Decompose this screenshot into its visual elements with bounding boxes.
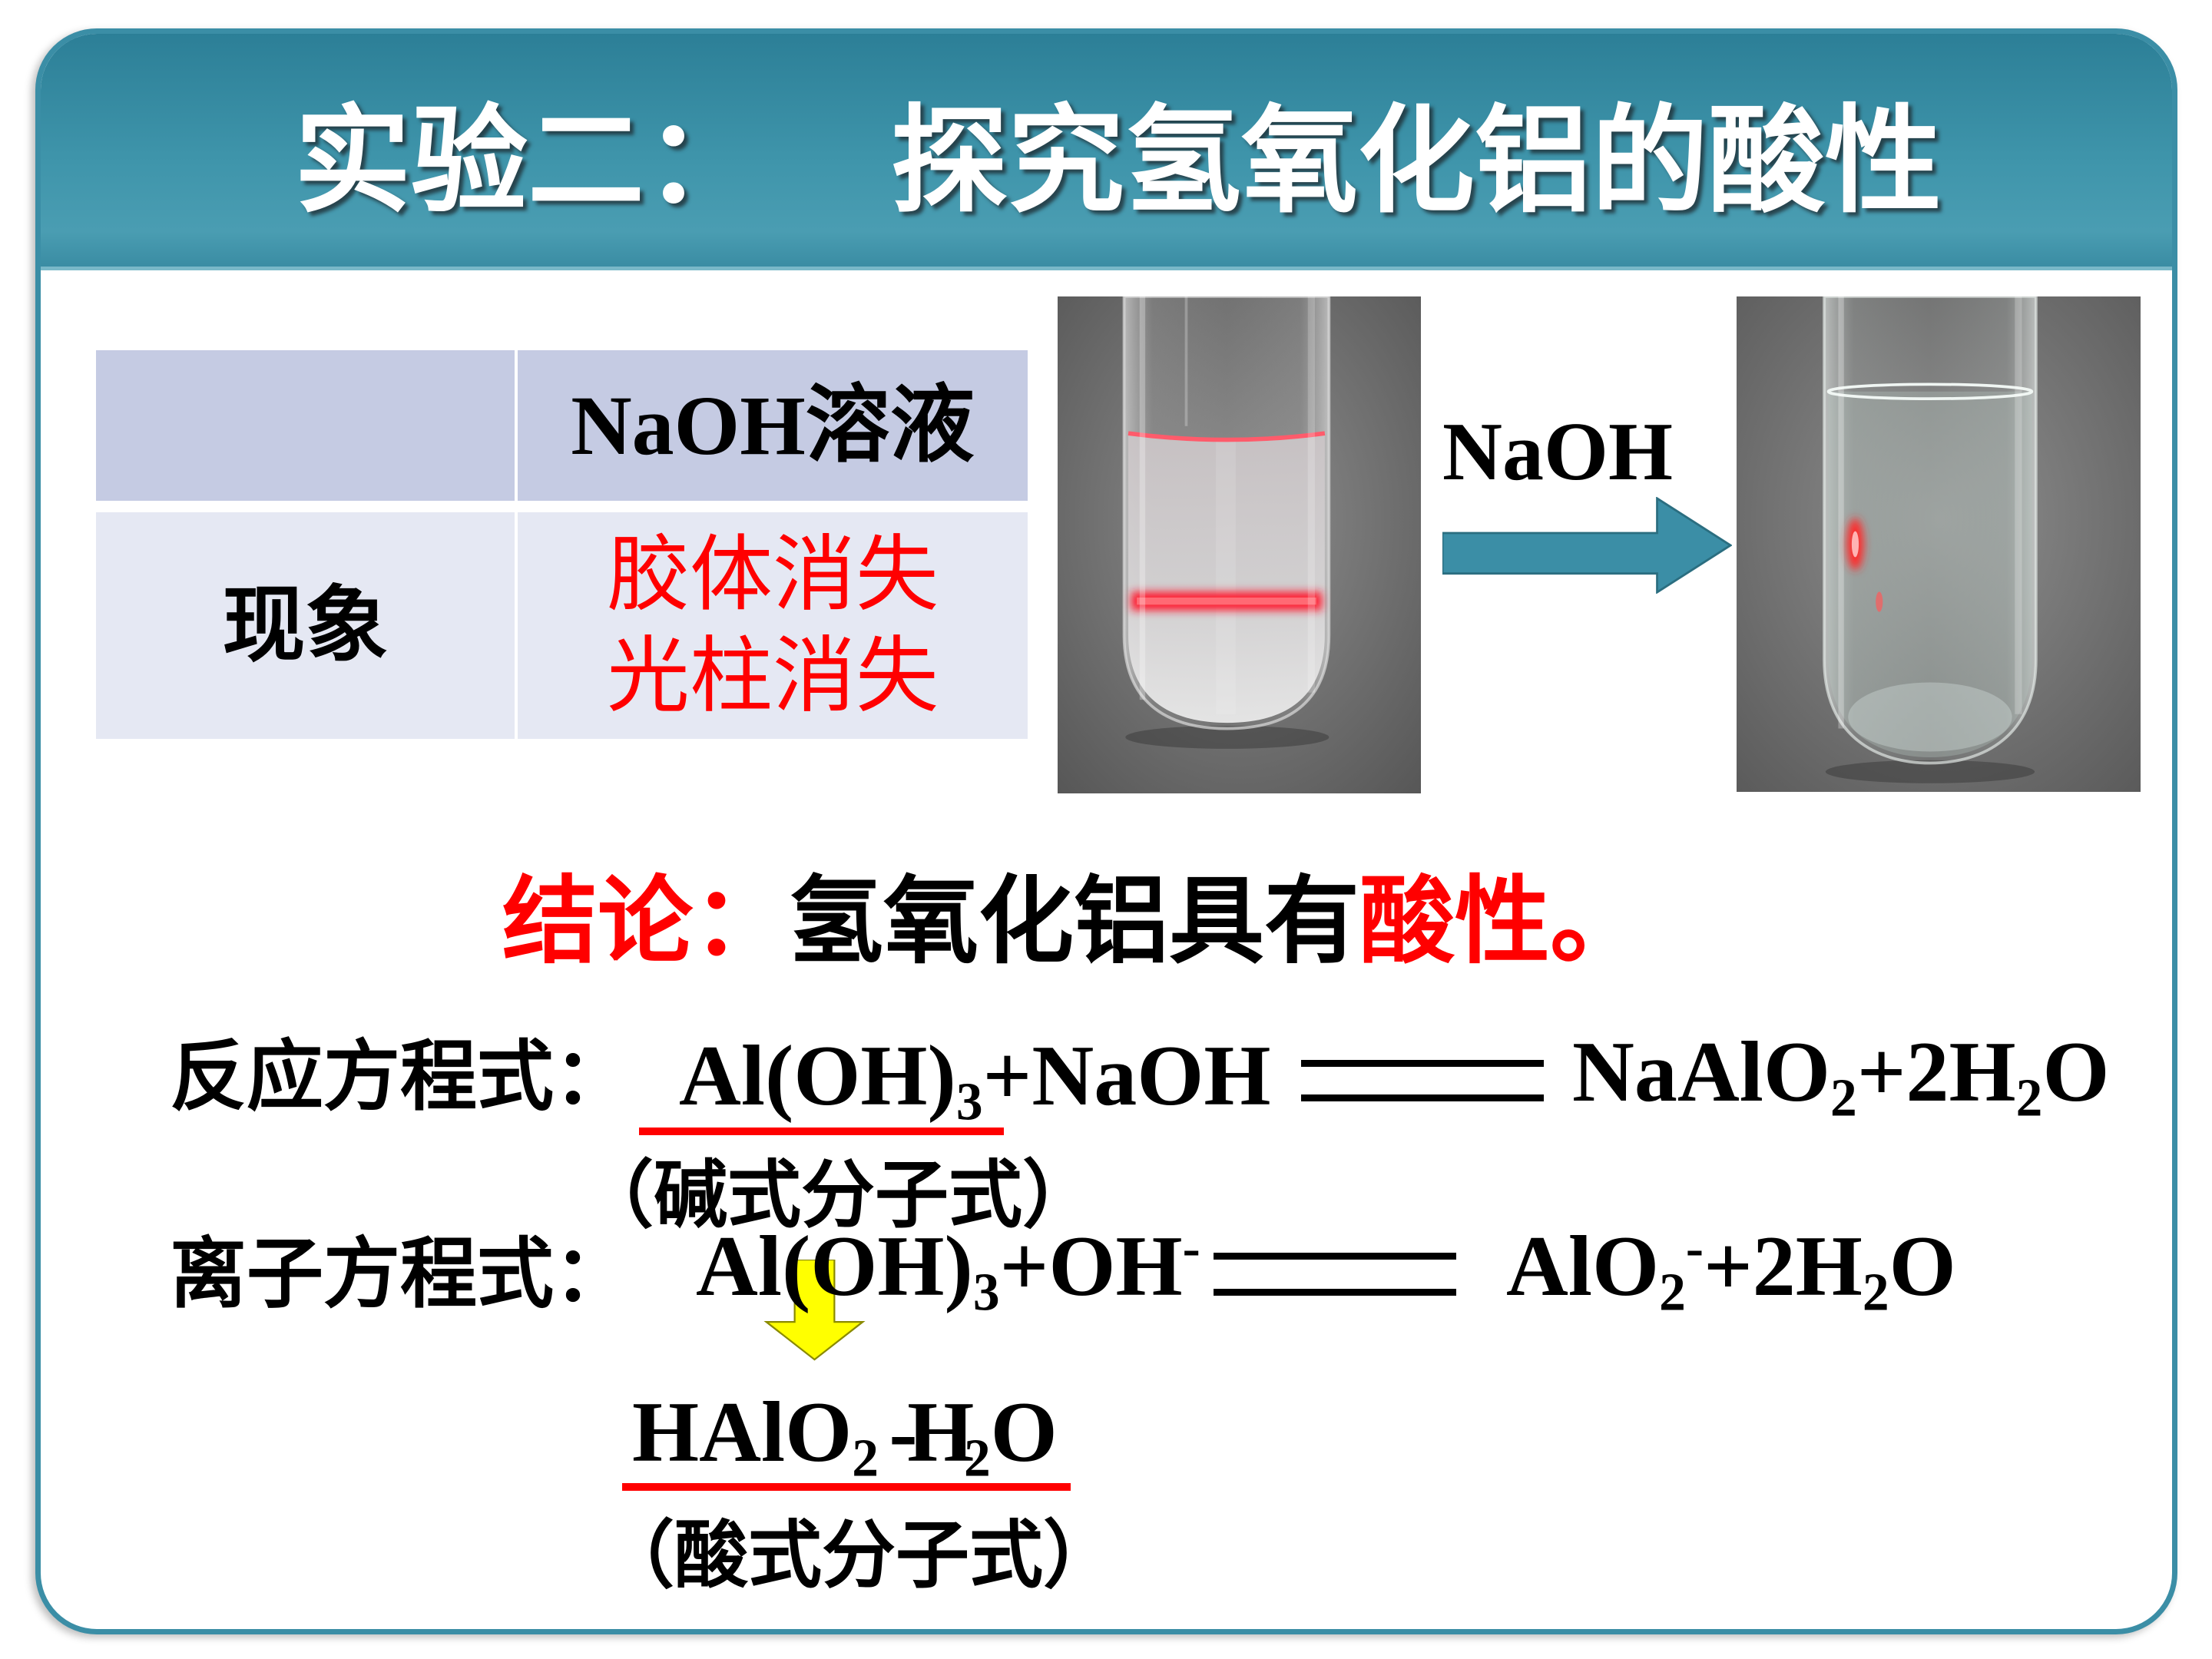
formula-part: O (1889, 1219, 1956, 1314)
phenomenon-label: 现象 (222, 577, 389, 674)
glass-streak (1184, 296, 1188, 426)
reaction-rhs: NaAlO2+2H2O (1572, 1029, 2110, 1125)
reaction-equation-label: 反应方程式： (170, 1031, 631, 1121)
superscript: - (1182, 1218, 1200, 1278)
meniscus-laser-line (1128, 431, 1326, 442)
subscript: 2 (1659, 1263, 1686, 1323)
clear-liquid (1828, 391, 2032, 757)
subscript: 2 (963, 1429, 991, 1488)
glass-highlight-right (2015, 296, 2022, 714)
glass-highlight-left (1139, 296, 1146, 700)
subscript: 2 (1862, 1263, 1889, 1323)
formula-part: +2H (1856, 1025, 2016, 1120)
laser-reflection (1876, 591, 1883, 612)
subscript: 2 (1830, 1068, 1857, 1128)
down-arrow-icon (763, 1260, 866, 1361)
equals-line-top (1301, 1060, 1544, 1067)
laser-light-core (1137, 597, 1316, 605)
laser-spot-core (1851, 531, 1859, 558)
acid-form-underline (622, 1483, 1071, 1491)
test-tube (1823, 296, 2038, 765)
right-arrow-icon (1442, 497, 1732, 594)
equals-line-bottom (1301, 1094, 1544, 1101)
subscript: 2 (852, 1429, 879, 1488)
superscript: - (1685, 1218, 1704, 1278)
formula-part: NaAlO (1572, 1025, 1830, 1120)
observation-light-beam: 光柱消失 (606, 628, 939, 724)
reagent-header: NaOH溶液 (571, 379, 975, 472)
base-form-note: （碱式分子式） (580, 1152, 1096, 1238)
acid-form-note: （酸式分子式） (601, 1512, 1117, 1598)
table-header-empty-cell (96, 350, 515, 501)
ionic-equation-label: 离子方程式： (170, 1229, 631, 1319)
glass-highlight-right (1307, 296, 1315, 693)
observation-colloid: 胶体消失 (606, 526, 939, 623)
photo-test-tube-before (1058, 296, 1421, 793)
equals-line-bottom (1214, 1289, 1456, 1296)
tube-shadow (1825, 760, 2035, 783)
conclusion-property: 酸性 (1359, 866, 1551, 977)
acid-form-formula: HAlO2-H2O (632, 1389, 1058, 1485)
formula-part: +NaOH (982, 1028, 1271, 1124)
glass-highlight-left (1838, 296, 1844, 729)
ionic-rhs: AlO2-+2H2O (1506, 1222, 1956, 1320)
base-form-underline (639, 1128, 1004, 1135)
formula-part: +OH (999, 1219, 1183, 1314)
ionic-lhs: Al(OH)3+OH- (696, 1222, 1200, 1320)
liquid-highlight (1216, 440, 1236, 714)
bottom-reflection (1848, 682, 2012, 752)
formula-part: HAlO (632, 1385, 853, 1480)
reaction-lhs: Al(OH)3+NaOH (679, 1033, 1270, 1129)
slide-title-prefix: 实验二： (294, 93, 761, 229)
tube-shadow (1125, 725, 1330, 749)
formula-part: O (990, 1385, 1058, 1480)
subscript: 3 (972, 1263, 1000, 1323)
reagent-arrow-label: NaOH (1442, 406, 1674, 498)
formula-part: Al(OH) (679, 1028, 956, 1124)
conclusion-end: 。 (1550, 866, 1646, 977)
conclusion: 结论：氢氧化铝具有酸性。 (502, 874, 1645, 969)
formula-part: AlO (1506, 1219, 1660, 1314)
title-bar (41, 34, 2172, 270)
subscript: 2 (2015, 1068, 2043, 1128)
formula-part: Al(OH) (696, 1219, 973, 1314)
conclusion-prefix: 结论： (502, 866, 789, 977)
equals-line-top (1214, 1253, 1456, 1260)
subscript: 3 (955, 1072, 983, 1132)
milky-colloid-liquid (1128, 433, 1325, 724)
meniscus (1826, 382, 2034, 400)
formula-part: +2H (1703, 1219, 1863, 1314)
formula-part: O (2042, 1025, 2110, 1120)
observation-table: NaOH溶液 现象 胶体消失 光柱消失 (96, 350, 1028, 739)
slide-frame (35, 28, 2177, 1634)
table-header-reagent-cell: NaOH溶液 (518, 350, 1028, 501)
photo-test-tube-after (1737, 296, 2141, 792)
formula-part: -H (889, 1385, 974, 1480)
table-observation-cell: 胶体消失 光柱消失 (518, 512, 1028, 739)
conclusion-subject: 氢氧化铝具有 (788, 866, 1360, 977)
table-row-label-cell: 现象 (96, 512, 515, 739)
slide-title: 探究氢氧化铝的酸性 (891, 93, 1942, 229)
